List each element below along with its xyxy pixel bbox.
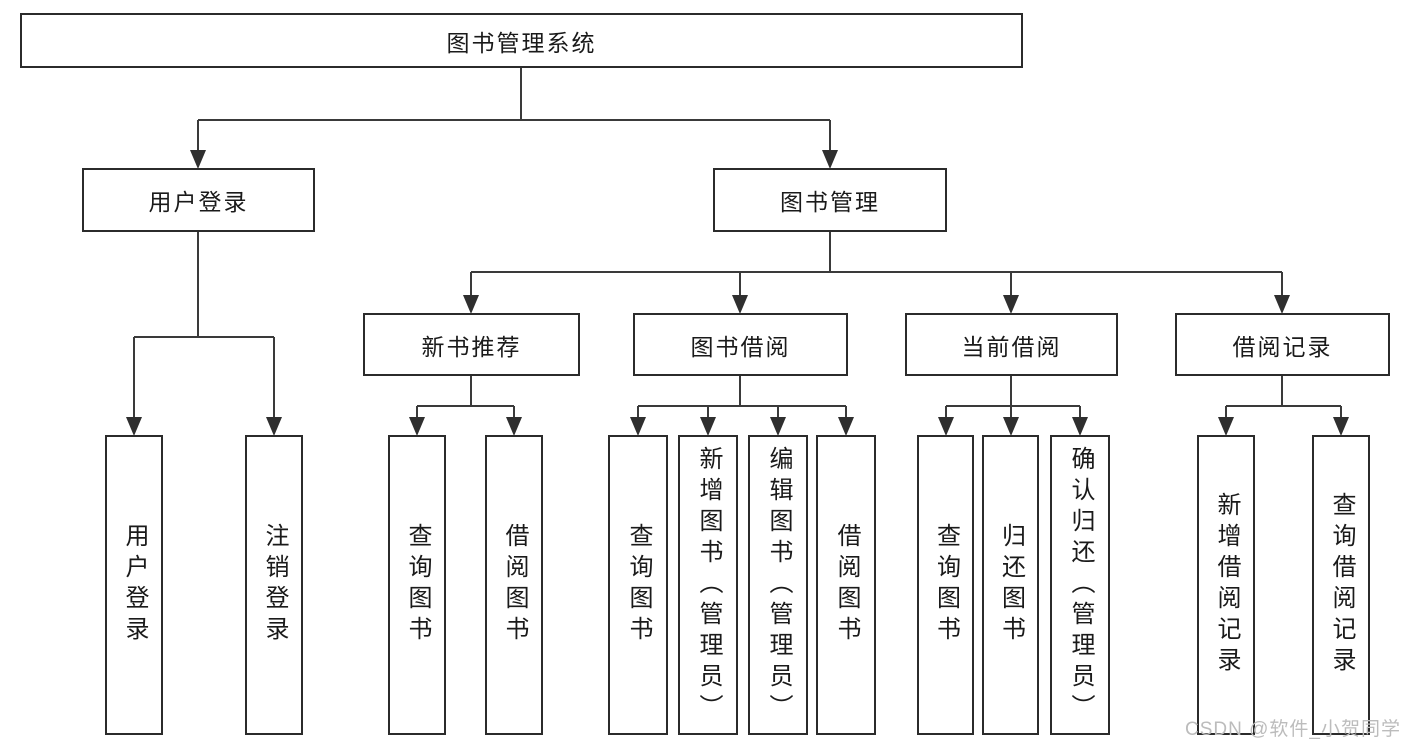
leaf-label: 用户登录: [121, 523, 148, 647]
leaf-label: 借阅图书: [501, 523, 528, 647]
connectors-root-to-level2: [190, 68, 838, 169]
node-current-borrow: 当前借阅: [905, 313, 1118, 376]
leaf-user-login: 用户登录: [105, 435, 163, 735]
node-book-management: 图书管理: [713, 168, 947, 232]
arrow-down-icon: [1003, 417, 1019, 436]
arrow-down-icon: [463, 295, 479, 314]
leaf-query-books-borrow: 查询图书: [608, 435, 668, 735]
connectors-borrow-records-to-leaves: [1218, 376, 1349, 436]
leaf-label: 注销登录: [261, 523, 288, 647]
leaf-label: 编辑图书（管理员）: [765, 445, 792, 725]
node-new-book-recommend: 新书推荐: [363, 313, 580, 376]
arrow-down-icon: [630, 417, 646, 436]
leaf-confirm-return-admin: 确认归还（管理员）: [1050, 435, 1110, 735]
connectors-user-login-to-leaves: [126, 232, 282, 436]
arrow-down-icon: [1072, 417, 1088, 436]
arrow-down-icon: [506, 417, 522, 436]
leaf-logout: 注销登录: [245, 435, 303, 735]
connectors-book-management-to-level3: [463, 232, 1290, 314]
arrow-down-icon: [700, 417, 716, 436]
connectors-book-borrow-to-leaves: [630, 376, 854, 436]
connectors-new-book-recommend-to-leaves: [409, 376, 522, 436]
arrow-down-icon: [266, 417, 282, 436]
arrow-down-icon: [190, 150, 206, 169]
node-book-borrow: 图书借阅: [633, 313, 848, 376]
arrow-down-icon: [1218, 417, 1234, 436]
leaf-label: 新增借阅记录: [1213, 492, 1240, 678]
arrow-down-icon: [1003, 295, 1019, 314]
arrow-down-icon: [770, 417, 786, 436]
node-root-library-system: 图书管理系统: [20, 13, 1023, 68]
leaf-label: 新增图书（管理员）: [695, 445, 722, 725]
leaf-label: 查询借阅记录: [1328, 492, 1355, 678]
leaf-label: 查询图书: [625, 523, 652, 647]
arrow-down-icon: [126, 417, 142, 436]
leaf-label: 借阅图书: [833, 523, 860, 647]
arrow-down-icon: [838, 417, 854, 436]
node-user-login: 用户登录: [82, 168, 315, 232]
arrow-down-icon: [409, 417, 425, 436]
leaf-query-borrow-record: 查询借阅记录: [1312, 435, 1370, 735]
arrow-down-icon: [732, 295, 748, 314]
node-borrow-records: 借阅记录: [1175, 313, 1390, 376]
arrow-down-icon: [822, 150, 838, 169]
leaf-add-book-admin: 新增图书（管理员）: [678, 435, 738, 735]
leaf-query-books-recommend: 查询图书: [388, 435, 446, 735]
arrow-down-icon: [938, 417, 954, 436]
leaf-label: 查询图书: [932, 523, 960, 647]
leaf-query-books-current: 查询图书: [917, 435, 974, 735]
leaf-label: 查询图书: [404, 523, 431, 647]
arrow-down-icon: [1333, 417, 1349, 436]
leaf-add-borrow-record: 新增借阅记录: [1197, 435, 1255, 735]
connectors-current-borrow-to-leaves: [938, 376, 1088, 436]
csdn-watermark: CSDN @软件_小贺同学: [1185, 719, 1401, 740]
leaf-label: 确认归还（管理员）: [1067, 445, 1094, 725]
leaf-return-book: 归还图书: [982, 435, 1039, 735]
leaf-borrow-books-recommend: 借阅图书: [485, 435, 543, 735]
leaf-borrow-books: 借阅图书: [816, 435, 876, 735]
leaf-edit-book-admin: 编辑图书（管理员）: [748, 435, 808, 735]
arrow-down-icon: [1274, 295, 1290, 314]
leaf-label: 归还图书: [997, 523, 1025, 647]
